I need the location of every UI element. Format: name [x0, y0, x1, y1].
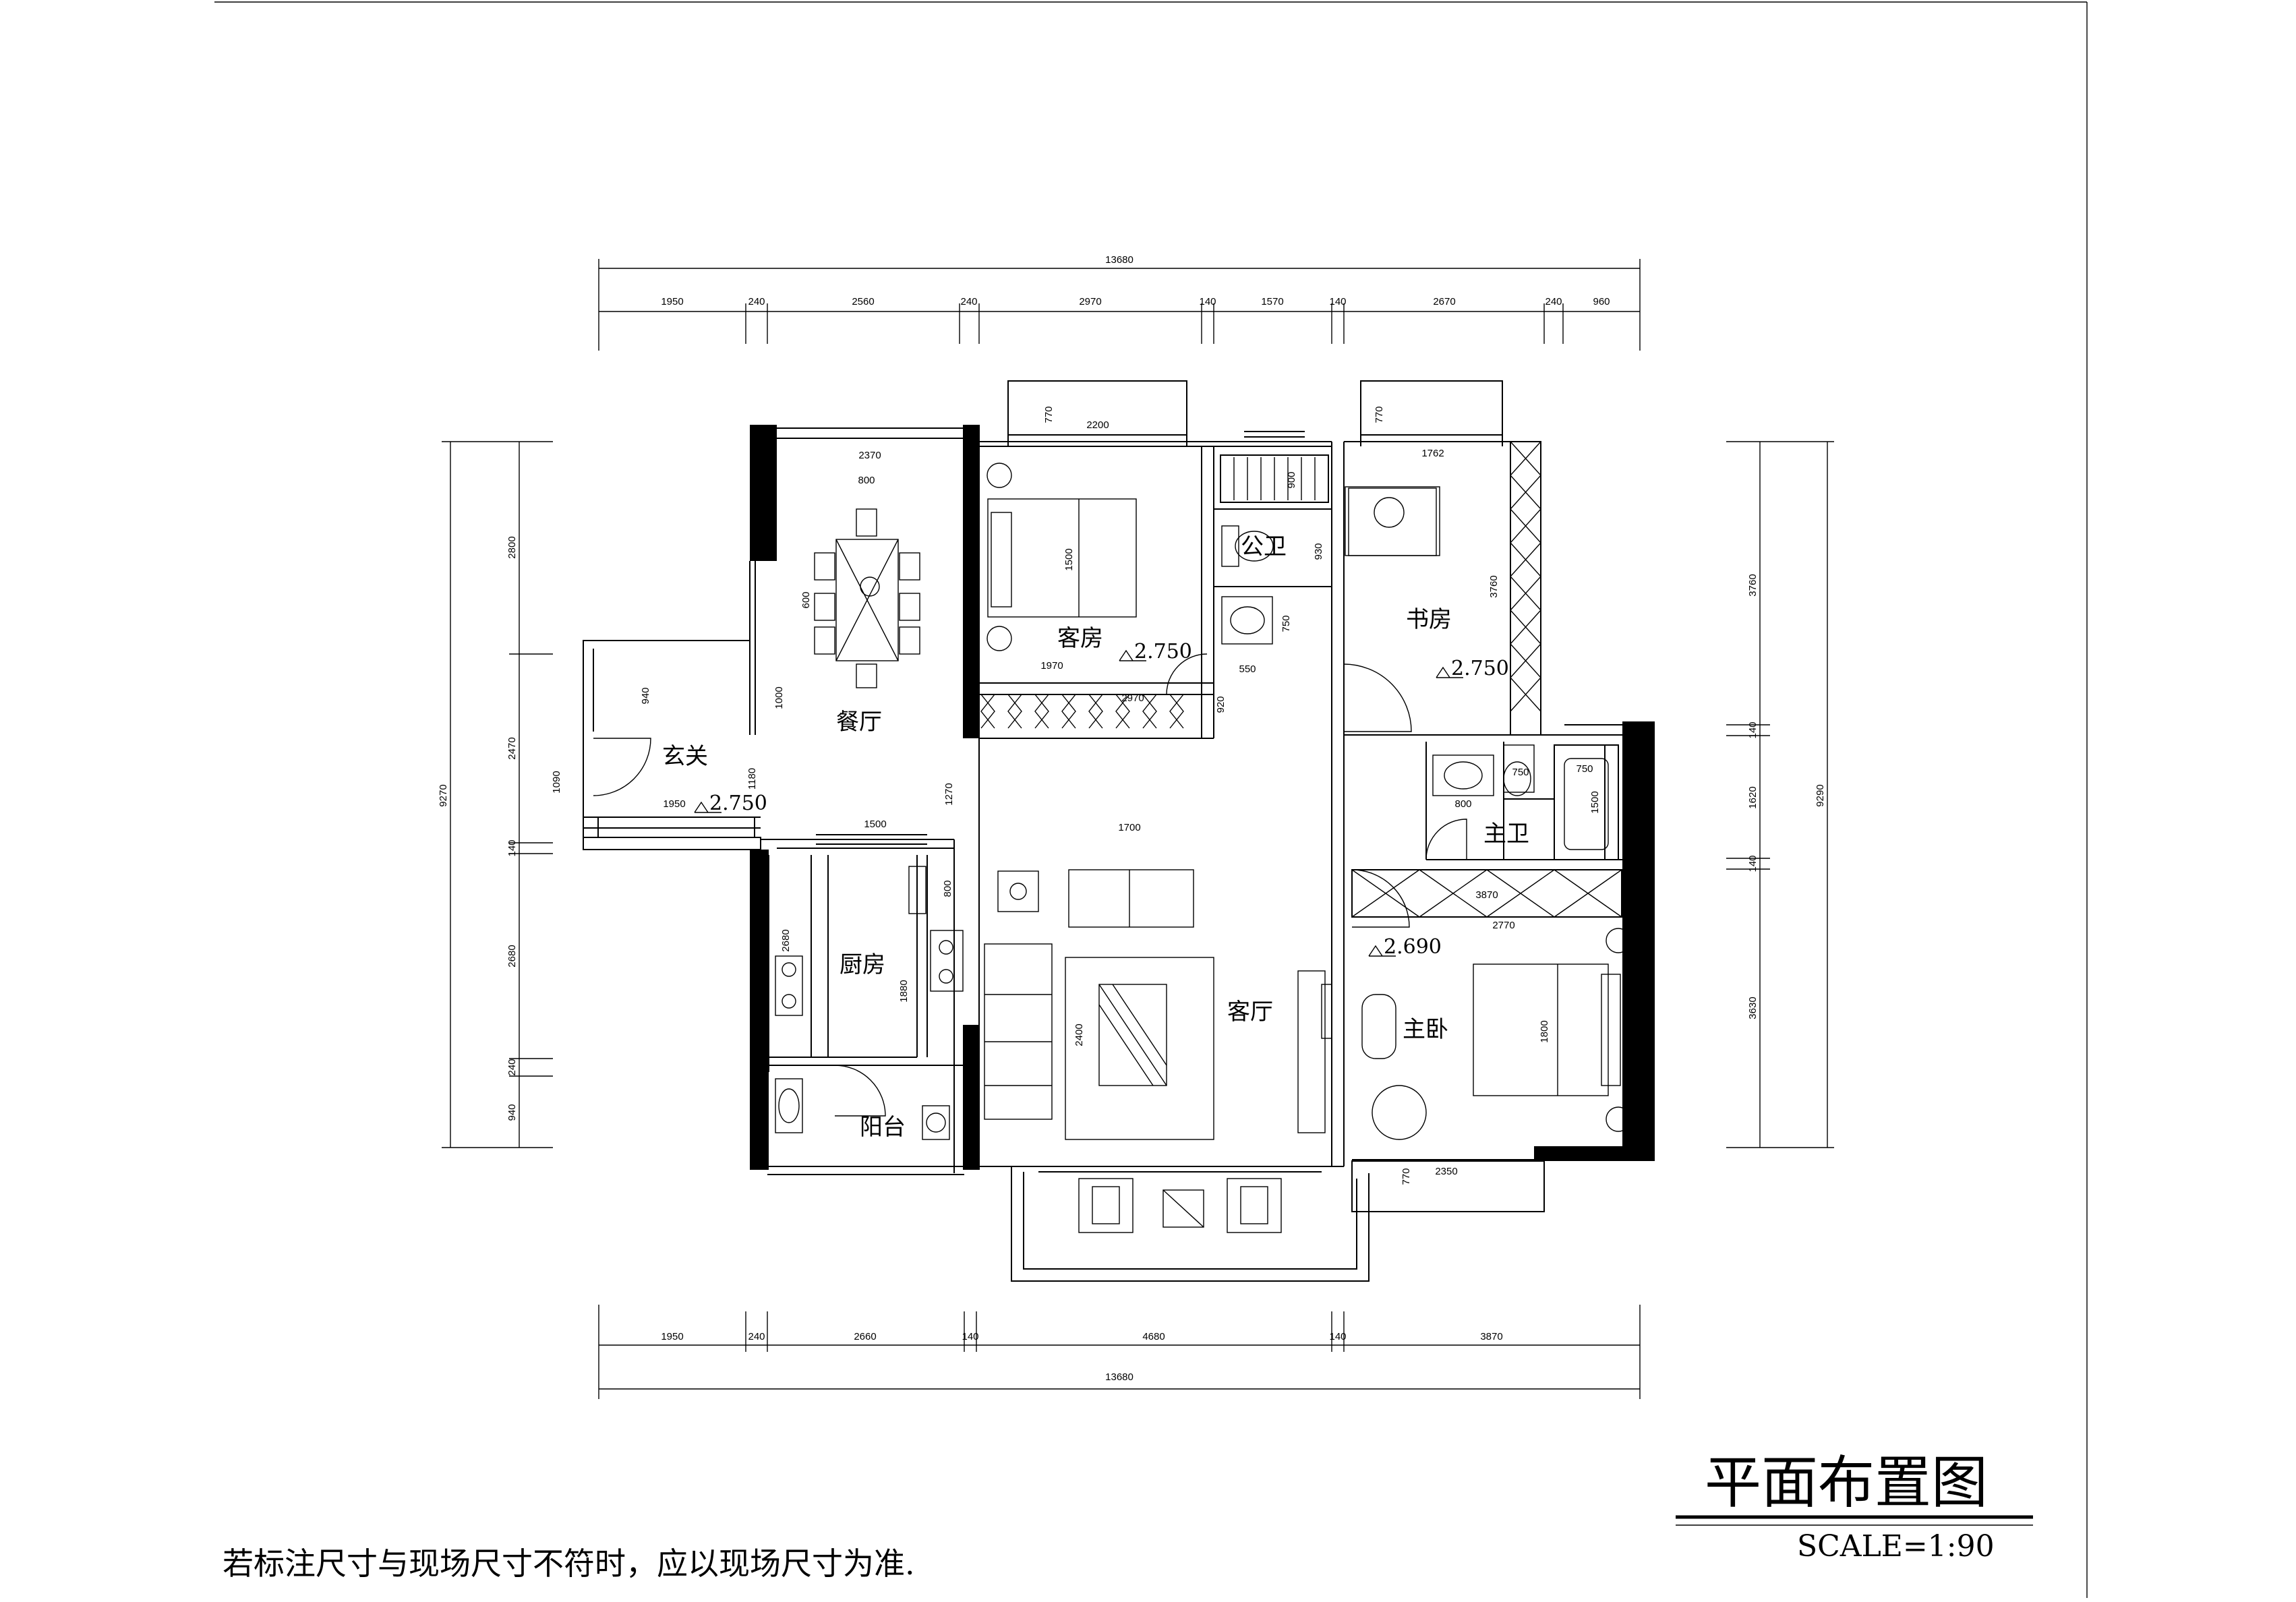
- dim-1090: 1090: [551, 771, 562, 793]
- dim-left-4: 240: [506, 1059, 518, 1075]
- dim-right-1: 140: [1747, 721, 1759, 738]
- dim-1950-inner: 1950: [663, 798, 685, 810]
- dim-bottom-0: 1950: [661, 1331, 683, 1342]
- dim-top-0: 1950: [661, 296, 683, 307]
- dim-left-0: 2800: [506, 536, 518, 558]
- dim-bottom-5: 140: [1329, 1331, 1346, 1342]
- dim-2680-inner: 2680: [780, 929, 792, 951]
- dim-1180: 1180: [746, 768, 758, 790]
- room-master-bed: 主卧: [1403, 1016, 1448, 1043]
- dim-bottom-4: 4680: [1142, 1331, 1165, 1342]
- dim-top-1: 240: [748, 296, 765, 307]
- dim-1970: 1970: [1040, 660, 1063, 672]
- dim-3760-inner: 3760: [1488, 575, 1500, 597]
- dim-800-kitchen: 800: [942, 880, 953, 897]
- drawing-scale: SCALE=1:90: [1797, 1529, 1995, 1564]
- dim-550: 550: [1239, 663, 1256, 675]
- dim-1762: 1762: [1421, 448, 1444, 459]
- dim-920: 920: [1215, 696, 1227, 713]
- level-entry: 2.750: [709, 792, 767, 815]
- dim-top-9: 240: [1545, 296, 1562, 307]
- dim-top-3: 240: [960, 296, 977, 307]
- room-study: 书房: [1406, 606, 1452, 633]
- dim-2400: 2400: [1073, 1023, 1085, 1046]
- dim-3870-inner: 3870: [1475, 889, 1498, 901]
- room-dining: 餐厅: [836, 709, 882, 736]
- dim-800-dining: 800: [858, 475, 875, 486]
- level-markers: 2.750 2.750 2.750 2.690: [694, 640, 1509, 959]
- dim-770-study: 770: [1374, 406, 1385, 423]
- room-labels: 餐厅 玄关 客房 公卫 书房 主卫 厨房 客厅 主卧 阳台: [662, 533, 1529, 1141]
- dim-left-total: 9270: [438, 784, 449, 806]
- dim-1880: 1880: [898, 980, 910, 1002]
- dim-left-1: 2470: [506, 737, 518, 759]
- dim-top-5: 140: [1199, 296, 1216, 307]
- dim-top-4: 2970: [1079, 296, 1101, 307]
- dim-right-4: 3630: [1747, 997, 1759, 1019]
- dim-1500-masterbath: 1500: [1589, 791, 1601, 813]
- dim-top-10: 960: [1593, 296, 1610, 307]
- bottom-dimensions: 1950 240 2660 140 4680 140 3870 13680: [598, 1305, 1641, 1399]
- level-study: 2.750: [1451, 657, 1509, 680]
- dim-2370: 2370: [858, 450, 881, 461]
- dim-1500-kitchen: 1500: [864, 819, 886, 830]
- dim-2970-inner: 2970: [1121, 692, 1144, 704]
- dim-1500-guestbed: 1500: [1063, 548, 1075, 570]
- room-master-bath: 主卫: [1483, 821, 1529, 848]
- dim-bottom-total: 13680: [1105, 1371, 1134, 1383]
- dim-2350: 2350: [1435, 1166, 1457, 1177]
- top-dimensions: 13680 1950 240 2560 240 2970 140 1570 14…: [598, 254, 1641, 351]
- furniture: [775, 463, 1631, 1233]
- room-kitchen: 厨房: [840, 951, 885, 978]
- dim-770-master: 770: [1401, 1168, 1412, 1185]
- dim-top-8: 2670: [1433, 296, 1455, 307]
- dim-800-masterbath: 800: [1454, 798, 1471, 810]
- left-dimensions: 9270 2800 2470 140 2680 240 940: [438, 441, 553, 1148]
- room-balcony: 阳台: [860, 1114, 906, 1141]
- dim-600: 600: [800, 591, 812, 608]
- dim-right-3: 140: [1747, 855, 1759, 872]
- dim-930: 930: [1313, 543, 1324, 560]
- dim-bottom-3: 140: [962, 1331, 978, 1342]
- dim-1000: 1000: [773, 686, 785, 709]
- dim-750-masterbath-a: 750: [1512, 767, 1529, 778]
- dim-bottom-1: 240: [748, 1331, 765, 1342]
- dim-940: 940: [640, 687, 651, 704]
- room-outlines: [583, 380, 1622, 1282]
- dim-bottom-6: 3870: [1480, 1331, 1502, 1342]
- drawing-title: 平面布置图: [1705, 1450, 1988, 1516]
- inner-dimensions: 2370 800 600 1000 940 1090 1180 1950 150…: [551, 406, 1601, 1185]
- dim-top-7: 140: [1329, 296, 1346, 307]
- room-entry: 玄关: [662, 743, 708, 770]
- right-dimensions: 3760 140 1620 140 3630 9290: [1726, 441, 1834, 1148]
- dim-770-guest: 770: [1043, 406, 1055, 423]
- doors: [593, 653, 1467, 1117]
- dim-right-2: 1620: [1747, 786, 1759, 808]
- dim-1800: 1800: [1539, 1020, 1550, 1042]
- room-guest: 客房: [1057, 625, 1103, 652]
- dim-750-publicbath: 750: [1281, 615, 1292, 632]
- dim-left-5: 940: [506, 1104, 518, 1121]
- dim-top-6: 1570: [1261, 296, 1283, 307]
- dim-2200: 2200: [1086, 419, 1109, 431]
- level-master: 2.690: [1384, 935, 1442, 959]
- structural-walls: [750, 425, 1655, 1170]
- dim-left-2: 140: [506, 839, 518, 856]
- drawing-note: 若标注尺寸与现场尺寸不符时，应以现场尺寸为准.: [223, 1545, 915, 1582]
- level-guest: 2.750: [1134, 640, 1192, 663]
- dim-top-2: 2560: [852, 296, 874, 307]
- dim-right-total: 9290: [1815, 784, 1826, 806]
- dim-1270: 1270: [943, 783, 955, 805]
- dim-right-0: 3760: [1747, 574, 1759, 596]
- dim-bottom-2: 2660: [854, 1331, 876, 1342]
- dim-750-masterbath-b: 750: [1576, 763, 1593, 775]
- dim-2770: 2770: [1492, 920, 1514, 931]
- dim-900: 900: [1286, 471, 1297, 488]
- room-public-bath: 公卫: [1241, 533, 1287, 560]
- dim-left-3: 2680: [506, 945, 518, 967]
- dim-1700: 1700: [1118, 822, 1140, 833]
- dim-top-total: 13680: [1105, 254, 1134, 266]
- room-living: 客厅: [1227, 999, 1273, 1026]
